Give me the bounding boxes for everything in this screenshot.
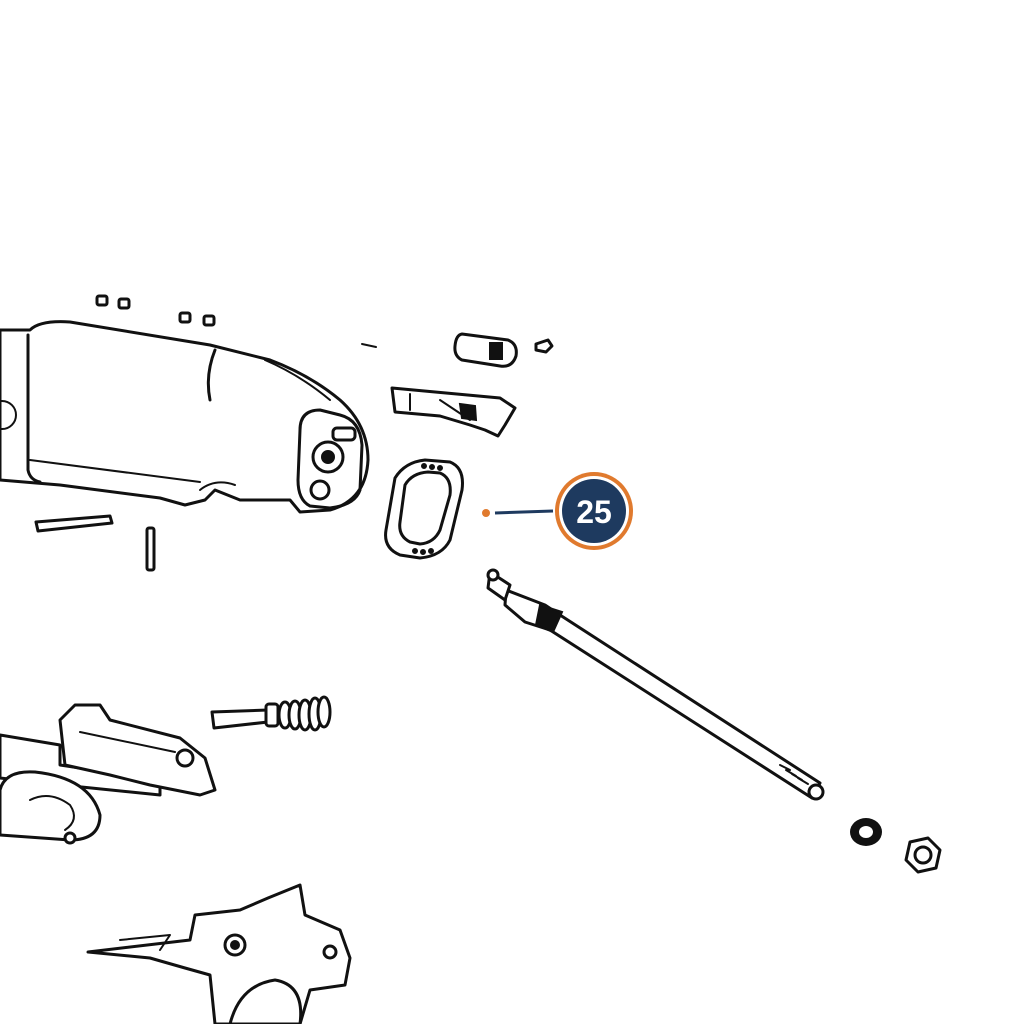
gasket-part-25: [384, 458, 464, 560]
action-rod: [486, 568, 825, 801]
callout-badge: [562, 479, 626, 543]
nut: [904, 836, 942, 874]
bolt-assembly: [0, 703, 217, 845]
leader-line: [494, 509, 554, 515]
spring-plunger: [210, 695, 332, 732]
callout-25: 25: [482, 472, 633, 550]
callout-number: 25: [576, 494, 612, 530]
bracket: [390, 386, 517, 438]
trigger-group: [86, 883, 352, 1024]
leader-dot: [482, 509, 490, 517]
pins: [34, 343, 377, 572]
ejector-parts: [453, 332, 554, 368]
receiver: [0, 320, 370, 514]
receiver-screws: [95, 294, 216, 327]
washer: [850, 818, 882, 846]
